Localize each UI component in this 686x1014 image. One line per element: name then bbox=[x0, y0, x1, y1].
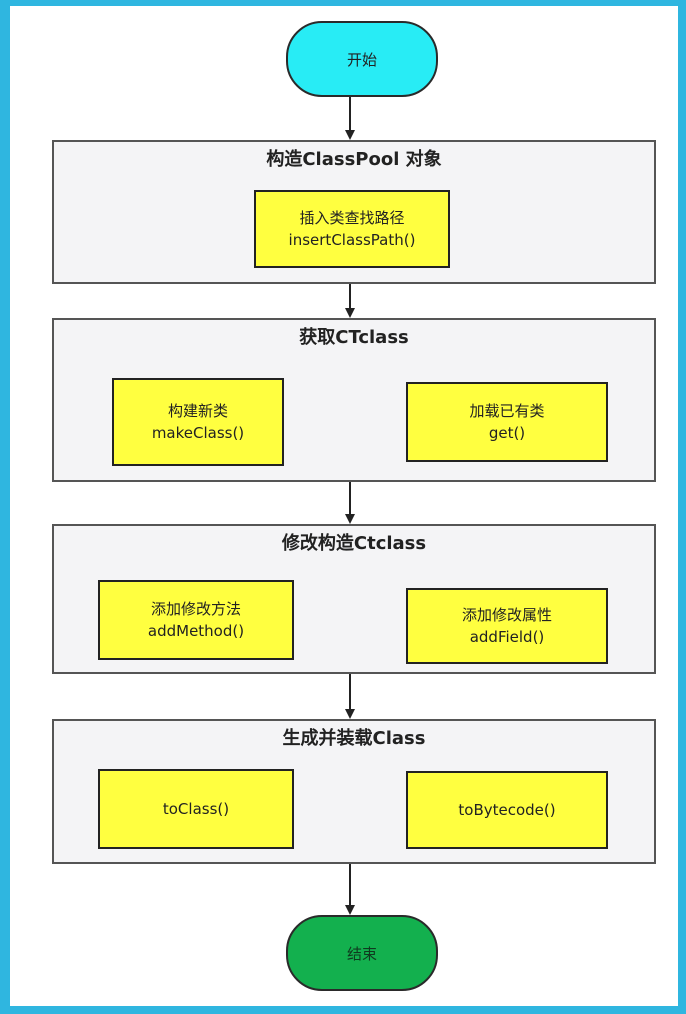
step-label-method: addMethod() bbox=[147, 622, 245, 640]
group-title: 生成并装载Class bbox=[282, 728, 426, 749]
step-to-class: toClass() bbox=[98, 769, 294, 849]
step-to-bytecode: toBytecode() bbox=[406, 771, 608, 849]
step-label-cn: 添加修改方法 bbox=[150, 600, 241, 618]
step-add-method: 添加修改方法 addMethod() bbox=[98, 580, 294, 660]
end-label: 结束 bbox=[346, 944, 377, 963]
group-title: 构造ClassPool 对象 bbox=[266, 149, 442, 170]
step-label-cn: 添加修改属性 bbox=[461, 606, 552, 624]
group-get-ctclass: 获取CTclass 构建新类 makeClass() 加载已有类 get() bbox=[52, 318, 656, 482]
end-node: 结束 bbox=[286, 915, 438, 991]
step-label-cn: 插入类查找路径 bbox=[299, 209, 405, 227]
flowchart-canvas: 开始 构造ClassPool 对象 插入类查找路径 insertClassPat… bbox=[10, 6, 678, 1006]
step-label-method: makeClass() bbox=[151, 424, 245, 442]
step-label-cn: 构建新类 bbox=[167, 402, 228, 420]
step-label-method: toClass() bbox=[162, 800, 230, 818]
start-label: 开始 bbox=[346, 50, 377, 69]
step-add-field: 添加修改属性 addField() bbox=[406, 588, 608, 664]
connector-arrows bbox=[345, 97, 355, 915]
group-title: 修改构造Ctclass bbox=[281, 533, 427, 554]
step-get-class: 加载已有类 get() bbox=[406, 382, 608, 462]
group-create-classpool: 构造ClassPool 对象 插入类查找路径 insertClassPath() bbox=[52, 140, 656, 284]
group-title: 获取CTclass bbox=[299, 327, 409, 348]
step-label-method: toBytecode() bbox=[458, 801, 556, 819]
step-label-method: insertClassPath() bbox=[288, 231, 416, 249]
step-label-cn: 加载已有类 bbox=[469, 402, 545, 420]
start-node: 开始 bbox=[286, 21, 438, 97]
step-label-method: get() bbox=[488, 424, 526, 442]
group-modify-ctclass: 修改构造Ctclass 添加修改方法 addMethod() 添加修改属性 ad… bbox=[52, 524, 656, 674]
group-generate-load-class: 生成并装载Class toClass() toBytecode() bbox=[52, 719, 656, 864]
step-insert-class-path: 插入类查找路径 insertClassPath() bbox=[254, 190, 450, 268]
step-label-method: addField() bbox=[469, 628, 545, 646]
step-make-class: 构建新类 makeClass() bbox=[112, 378, 284, 466]
